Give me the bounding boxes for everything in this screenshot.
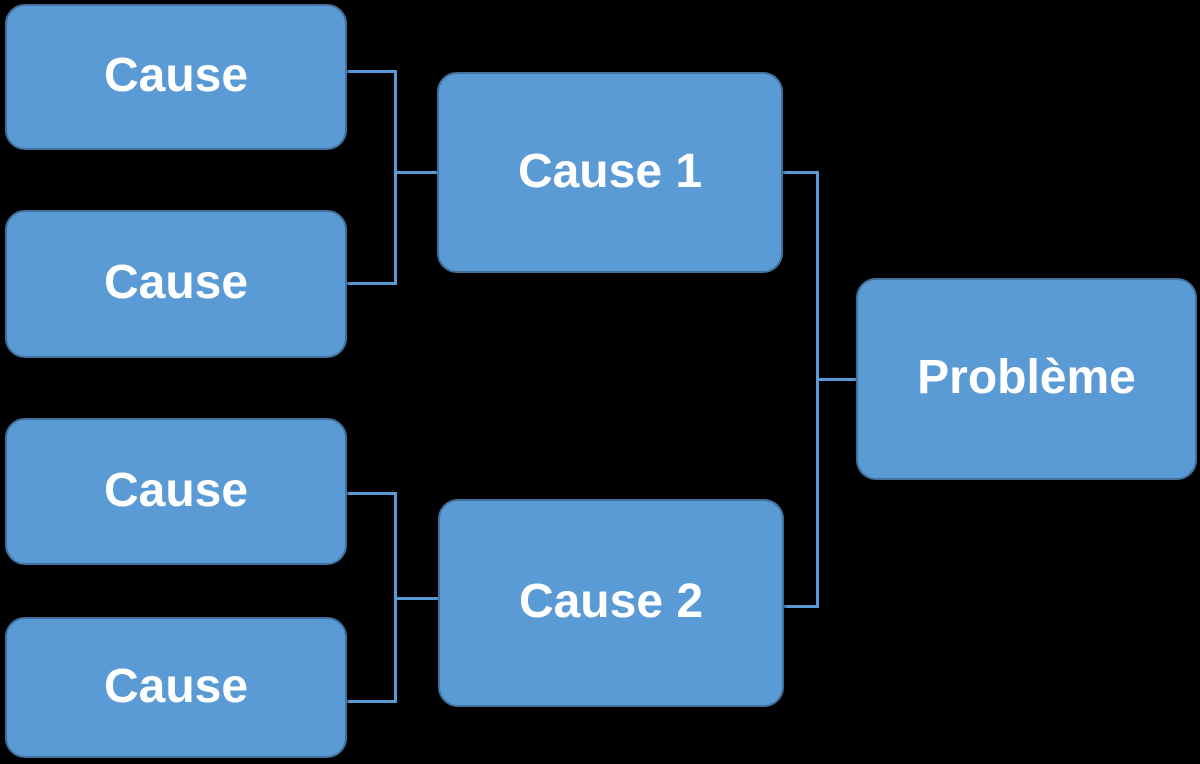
- node-label-cause-top-1: Cause: [103, 49, 249, 102]
- node-label-cause-bottom-1: Cause: [103, 463, 249, 517]
- connector-top-junction-vertical: [394, 70, 397, 285]
- node-cause-top-1: Cause: [5, 4, 347, 150]
- connector-cause-top-1-stub: [347, 70, 396, 73]
- connector-cause-1-outlet: [783, 171, 819, 174]
- node-cause-top-2: Cause: [5, 210, 347, 358]
- connector-cause-top-2-stub: [347, 282, 396, 285]
- node-label-cause-bottom-2: Cause: [103, 659, 249, 713]
- connector-cause-2-outlet: [784, 605, 819, 608]
- connector-cause-bottom-1-stub: [347, 492, 396, 495]
- node-label-cause-top-2: Cause: [103, 256, 249, 309]
- node-label-probleme: Problème: [917, 351, 1136, 404]
- node-probleme: Problème: [856, 278, 1197, 480]
- node-label-cause-2: Cause 2: [518, 575, 704, 628]
- connector-cause-1-inlet: [394, 171, 437, 174]
- node-label-cause-1: Cause 1: [517, 144, 703, 198]
- connector-cause-2-inlet: [394, 597, 438, 600]
- connector-probleme-inlet: [816, 378, 856, 381]
- node-cause-bottom-1: Cause: [5, 418, 347, 565]
- connector-right-junction-vertical: [816, 171, 819, 608]
- connector-cause-bottom-2-stub: [347, 700, 396, 703]
- node-cause-bottom-2: Cause: [5, 617, 347, 758]
- node-cause-1: Cause 1: [437, 72, 783, 273]
- node-cause-2: Cause 2: [438, 499, 784, 707]
